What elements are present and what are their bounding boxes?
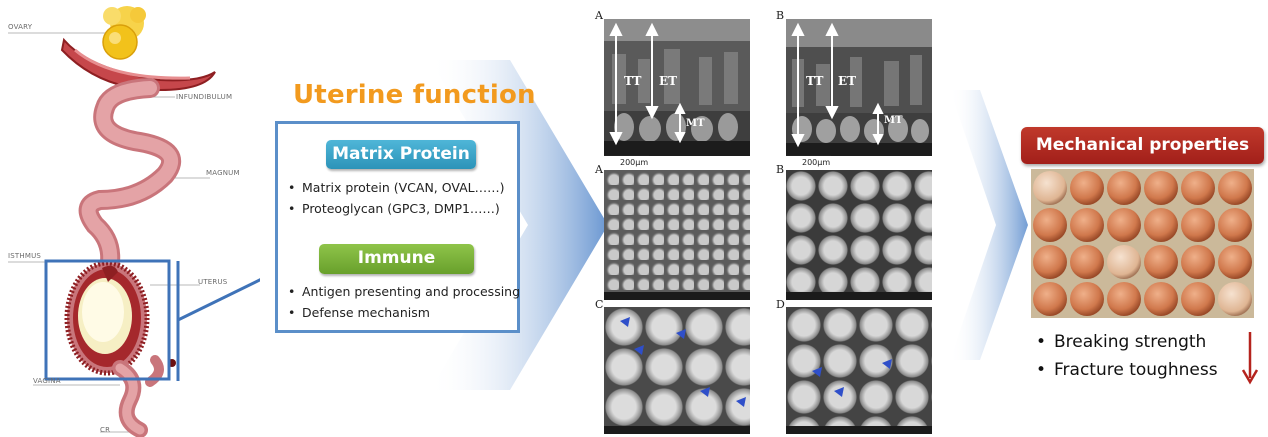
egg bbox=[1181, 171, 1215, 205]
egg bbox=[1218, 245, 1252, 279]
list-item: •Antigen presenting and processing bbox=[288, 284, 521, 299]
egg bbox=[1144, 208, 1178, 242]
vagina-label: VAGINA bbox=[33, 377, 61, 385]
uterus-with-egg bbox=[64, 260, 150, 376]
sem-surface-b bbox=[786, 170, 932, 300]
sem-panel-letter: D bbox=[776, 298, 785, 311]
list-item: •Proteoglycan (GPC3, DMP1……) bbox=[288, 201, 500, 216]
egg bbox=[1181, 282, 1215, 316]
list-item: •Matrix protein (VCAN, OVAL……) bbox=[288, 180, 505, 195]
immune-defense-list: •Antigen presenting and processing •Defe… bbox=[288, 284, 520, 326]
et-label: ET bbox=[838, 74, 857, 88]
egg bbox=[1107, 208, 1141, 242]
uterus-label: UTERUS bbox=[198, 278, 228, 286]
sem-panel-letter: B bbox=[776, 9, 785, 22]
egg-tray-photo bbox=[1031, 169, 1254, 318]
et-label: ET bbox=[659, 74, 678, 88]
chevron-arrow-right bbox=[950, 90, 1028, 360]
egg bbox=[1107, 282, 1141, 316]
sem-panel-letter: B bbox=[776, 163, 785, 176]
egg bbox=[1070, 245, 1104, 279]
list-item: •Breaking strength bbox=[1036, 332, 1207, 352]
sem-panel-letter: A bbox=[595, 163, 603, 176]
egg bbox=[1070, 208, 1104, 242]
infundibulum-label: INFUNDIBULUM bbox=[176, 93, 233, 101]
egg bbox=[1107, 171, 1141, 205]
egg bbox=[1218, 208, 1252, 242]
egg bbox=[1070, 171, 1104, 205]
scale-bar-label: 200μm bbox=[620, 158, 649, 167]
immune-defense-heading: Immune defense bbox=[319, 244, 474, 297]
uterine-function-box: Matrix Protein •Matrix protein (VCAN, OV… bbox=[275, 121, 520, 333]
tt-label: TT bbox=[806, 74, 824, 88]
egg bbox=[1144, 245, 1178, 279]
ovary-yolk bbox=[102, 6, 146, 60]
mechanical-properties-list: •Breaking strength •Fracture toughness bbox=[1036, 332, 1218, 388]
egg bbox=[1033, 282, 1067, 316]
mechanical-properties-title: Mechanical properties bbox=[1021, 127, 1264, 164]
egg bbox=[1033, 245, 1067, 279]
sem-surface-c bbox=[604, 307, 750, 434]
egg bbox=[1107, 245, 1141, 279]
sem-panel-letter: A bbox=[595, 9, 603, 22]
egg bbox=[1218, 282, 1252, 316]
list-item: •Defense mechanism bbox=[288, 305, 430, 320]
sem-cross-section-a: TT ET MT bbox=[604, 19, 750, 156]
egg-grid bbox=[1033, 171, 1252, 316]
decrease-arrow-icon bbox=[1241, 332, 1259, 385]
ovary-label: OVARY bbox=[8, 23, 33, 31]
connector-line bbox=[177, 278, 260, 322]
egg bbox=[1144, 282, 1178, 316]
uterine-function-title: Uterine function bbox=[293, 80, 536, 110]
egg bbox=[1033, 171, 1067, 205]
cloaca-label: CR bbox=[100, 426, 111, 434]
sem-panel-letter: C bbox=[595, 298, 604, 311]
magnum-label: MAGNUM bbox=[206, 169, 240, 177]
egg bbox=[1144, 171, 1178, 205]
sem-cross-section-b: TT ET MT bbox=[786, 19, 932, 156]
isthmus-label: ISTHMUS bbox=[8, 252, 42, 260]
list-item: •Fracture toughness bbox=[1036, 360, 1218, 380]
matrix-protein-list: •Matrix protein (VCAN, OVAL……) •Proteogl… bbox=[288, 180, 505, 222]
mt-label: MT bbox=[686, 118, 705, 129]
egg bbox=[1181, 208, 1215, 242]
egg bbox=[1181, 245, 1215, 279]
reproductive-tract-illustration bbox=[8, 6, 260, 437]
sem-surface-d bbox=[786, 307, 932, 434]
egg bbox=[1070, 282, 1104, 316]
scale-bar-label: 200μm bbox=[802, 158, 831, 167]
sem-surface-a bbox=[604, 170, 750, 300]
egg bbox=[1033, 208, 1067, 242]
blue-marker-arrows bbox=[604, 317, 750, 434]
matrix-protein-heading: Matrix Protein bbox=[326, 140, 476, 169]
tt-label: TT bbox=[624, 74, 642, 88]
blue-marker-arrows bbox=[786, 359, 932, 434]
mt-label: MT bbox=[884, 115, 903, 126]
egg bbox=[1218, 171, 1252, 205]
uterus-highlight-box bbox=[44, 259, 171, 381]
